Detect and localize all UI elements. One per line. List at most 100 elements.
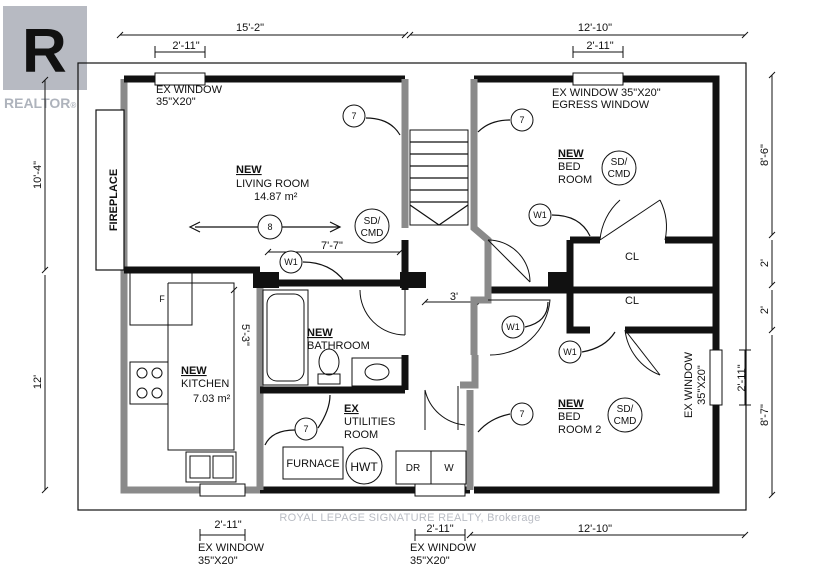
toilet <box>317 348 341 385</box>
doors <box>359 199 667 430</box>
staircase <box>409 129 469 226</box>
window-top-left-line1: EX WINDOW <box>156 84 223 96</box>
closet-2-label: CL <box>625 295 639 307</box>
svg-text:BED: BED <box>558 411 581 423</box>
svg-text:BATHROOM: BATHROOM <box>307 340 370 352</box>
tag-7-utilities: 7 <box>264 394 331 446</box>
svg-text:SD/: SD/ <box>364 216 381 227</box>
svg-text:W1: W1 <box>284 257 298 267</box>
dim-right-window: 2'-11" <box>736 364 748 391</box>
window-right-line1: EX WINDOW <box>683 351 695 418</box>
kitchen-sink <box>185 451 237 483</box>
window-bottom-mid <box>414 483 466 497</box>
hwt-label: HWT <box>350 460 378 474</box>
sd-cmd-bed2: SD/ CMD <box>607 397 643 433</box>
window-bottom-left <box>199 483 246 497</box>
window-bottom-mid-line2: 35"X20" <box>410 555 450 567</box>
kitchen-label: NEW KITCHEN 7.03 m² <box>181 365 231 405</box>
svg-text:SD/: SD/ <box>611 157 628 168</box>
wall-block-1 <box>253 272 279 288</box>
svg-text:LIVING ROOM: LIVING ROOM <box>236 178 309 190</box>
wall-block-2 <box>400 272 426 288</box>
window-right <box>709 349 723 406</box>
stove <box>129 361 169 405</box>
kitchen-counter <box>167 282 235 451</box>
svg-text:W1: W1 <box>563 347 577 357</box>
svg-text:7.03 m²: 7.03 m² <box>193 393 231 405</box>
dim-kitchen-5-3: 5'-3" <box>239 324 251 346</box>
svg-text:ROOM: ROOM <box>558 174 592 186</box>
svg-text:8: 8 <box>267 222 272 232</box>
window-top-right-line2: EGRESS WINDOW <box>552 99 650 111</box>
dryer-washer: DR W <box>395 450 467 485</box>
utilities-room-label: EX UTILITIES ROOM <box>344 403 395 441</box>
furnace: FURNACE <box>282 446 344 480</box>
svg-text:SD/: SD/ <box>617 404 634 415</box>
svg-text:7: 7 <box>303 424 308 434</box>
dim-right-cl1: 2' <box>759 259 771 267</box>
svg-text:CMD: CMD <box>361 228 384 239</box>
svg-text:KITCHEN: KITCHEN <box>181 378 229 390</box>
svg-text:NEW: NEW <box>181 365 207 377</box>
bathroom-label: NEW BATHROOM <box>307 327 370 352</box>
window-bottom-mid-line1: EX WINDOW <box>410 542 477 554</box>
fireplace-label: FIREPLACE <box>108 169 120 231</box>
window-top-right-line1: EX WINDOW 35"X20" <box>552 87 661 99</box>
realtor-logo-mark <box>3 6 87 90</box>
svg-text:CMD: CMD <box>614 416 637 427</box>
washer-label: W <box>444 463 454 474</box>
dim-top-right: 12'-10" <box>578 22 612 34</box>
tag-w1-bed1: W1 <box>528 203 591 237</box>
furnace-label: FURNACE <box>286 458 339 470</box>
tag-8-living: 8 <box>188 214 342 240</box>
svg-text:BED: BED <box>558 161 581 173</box>
living-room-label: NEW LIVING ROOM 14.87 m² <box>236 164 309 203</box>
svg-text:NEW: NEW <box>558 148 584 160</box>
window-top-right <box>572 72 624 86</box>
svg-text:CMD: CMD <box>608 169 631 180</box>
svg-text:EX: EX <box>344 403 359 415</box>
svg-text:UTILITIES: UTILITIES <box>344 416 395 428</box>
dim-top-left: 15'-2" <box>236 22 264 34</box>
svg-text:NEW: NEW <box>236 164 262 176</box>
window-top-left <box>154 72 206 86</box>
fridge: F <box>129 269 193 326</box>
svg-text:W1: W1 <box>533 210 547 220</box>
svg-text:7: 7 <box>351 111 356 121</box>
hot-water-tank: HWT <box>345 447 383 485</box>
dim-bottom-right: 12'-10" <box>578 523 612 535</box>
realtor-logo-text: REALTOR® <box>4 95 76 111</box>
dim-hall-7-7: 7'-7" <box>321 240 343 252</box>
dim-right-top: 8'-6" <box>759 144 771 166</box>
svg-text:7: 7 <box>519 115 524 125</box>
bathtub <box>262 289 309 386</box>
tag-7-stairs-right: 7 <box>477 108 534 133</box>
svg-text:7: 7 <box>519 409 524 419</box>
dimension-lines <box>41 31 776 541</box>
realtor-logo: R REALTOR® <box>3 6 87 111</box>
sd-cmd-bed1: SD/ CMD <box>601 150 637 186</box>
window-bottom-left-line2: 35"X20" <box>198 555 238 567</box>
tag-w1-bed2: W1 <box>558 331 616 364</box>
closet-1-label: CL <box>625 251 639 263</box>
svg-text:ROOM: ROOM <box>344 429 378 441</box>
dim-right-bottom: 8'-7" <box>759 404 771 426</box>
bed-room-2-label: NEW BED ROOM 2 <box>558 398 601 436</box>
tag-w1-living: W1 <box>279 250 346 283</box>
dim-top-right-window: 2'-11" <box>586 40 613 52</box>
tag-7-bed2: 7 <box>477 402 534 433</box>
svg-text:ROOM 2: ROOM 2 <box>558 424 601 436</box>
wall-block-3 <box>548 272 570 288</box>
window-top-left-line2: 35"X20" <box>156 96 196 108</box>
tag-7-stairs-left: 7 <box>342 104 401 136</box>
svg-text:NEW: NEW <box>558 398 584 410</box>
svg-text:W1: W1 <box>506 322 520 332</box>
bed-room-label: NEW BED ROOM <box>558 148 592 186</box>
realtor-logo-r: R <box>22 17 67 86</box>
dim-bottom-left-window: 2'-11" <box>214 519 241 531</box>
svg-text:NEW: NEW <box>307 327 333 339</box>
dim-right-cl2: 2' <box>759 306 771 314</box>
sd-cmd-living: SD/ CMD <box>354 208 390 244</box>
brokerage-watermark: ROYAL LEPAGE SIGNATURE REALTY, Brokerage <box>279 512 540 524</box>
